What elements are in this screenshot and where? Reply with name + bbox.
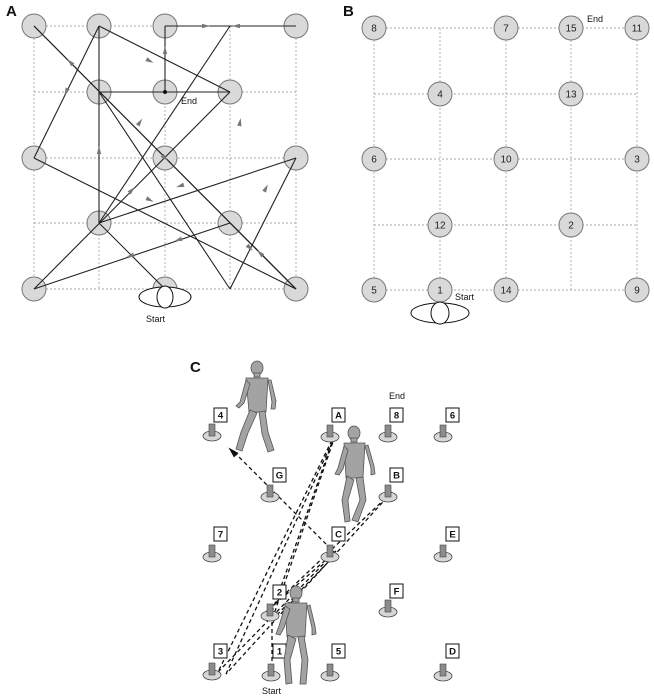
panel-c-label: C	[190, 359, 201, 376]
panel-c-flag-labels: 4 A 8 6 G B 7 C E 2 F 3 1 5 D	[218, 411, 456, 658]
node-b-8	[361, 15, 387, 41]
flag-label: 5	[336, 647, 342, 658]
flag-label: 1	[277, 647, 283, 658]
node-b-9	[624, 277, 650, 303]
node-b-label: 11	[632, 24, 643, 35]
flag-label: G	[276, 471, 283, 482]
flag-label: 2	[277, 588, 282, 599]
node-b-label: 4	[437, 90, 443, 101]
node-b-15	[558, 15, 584, 41]
node-b-label: 2	[568, 221, 574, 232]
node-b-10	[493, 146, 519, 172]
node-b-label: 7	[503, 24, 509, 35]
panel-b: B	[343, 3, 650, 325]
panel-b-nodes	[361, 15, 650, 303]
node-b-11	[624, 15, 650, 41]
node-b-4	[427, 81, 453, 107]
node-b-label: 14	[500, 286, 512, 297]
panel-b-start-label: Start	[455, 292, 475, 302]
panel-a-end-dot	[163, 90, 167, 94]
node-b-label: 1	[437, 286, 443, 297]
flag-label: E	[449, 530, 455, 541]
panel-b-label: B	[343, 3, 354, 20]
node-b-13	[558, 81, 584, 107]
flag-label: 8	[394, 411, 399, 422]
node-b-label: 5	[371, 286, 377, 297]
node-b-3	[624, 146, 650, 172]
panel-c-flag-posts	[208, 423, 447, 677]
flag-label: A	[335, 411, 342, 422]
node-b-label: 8	[371, 24, 377, 35]
node-b-label: 13	[565, 90, 577, 101]
panel-a-start-label: Start	[146, 314, 166, 324]
node-b-label: 6	[371, 155, 377, 166]
node-b-7	[493, 15, 519, 41]
panel-b-end-label: End	[587, 14, 603, 24]
walker-figure-top	[235, 360, 277, 453]
flag-label: D	[449, 647, 456, 658]
panel-c-route-arrowhead	[228, 447, 239, 458]
panel-b-node-labels: 8 7 15 11 4 13 6 10 3 12 2 5 1 14 9	[371, 24, 642, 297]
flag-label: 6	[450, 411, 455, 422]
panel-a-direction-arrows	[64, 23, 268, 258]
node-b-label: 9	[634, 286, 640, 297]
panel-b-start-figure	[410, 301, 470, 325]
panel-c-flag-boxes	[213, 407, 460, 659]
panel-a-end-label: End	[181, 96, 197, 106]
panel-a: A	[6, 3, 309, 324]
node-b-14	[493, 277, 519, 303]
node-b-2	[558, 212, 584, 238]
node-b-label: 10	[500, 155, 512, 166]
flag-label: B	[393, 471, 400, 482]
node-b-label: 3	[634, 155, 640, 166]
walker-figure-middle	[334, 425, 376, 523]
flag-label: 4	[218, 411, 224, 422]
flag-label: 7	[218, 530, 223, 541]
panel-c-start-label: Start	[262, 686, 282, 696]
flag-label: F	[394, 587, 400, 598]
flag-label: C	[335, 530, 342, 541]
node-b-6	[361, 146, 387, 172]
node-b-5	[361, 277, 387, 303]
node-b-label: 15	[565, 24, 577, 35]
node-b-12	[427, 212, 453, 238]
panel-a-start-figure	[138, 285, 192, 309]
panel-c-route	[217, 433, 393, 675]
node-b-label: 12	[434, 221, 446, 232]
panel-c: C	[190, 359, 460, 696]
flag-label: 3	[218, 647, 223, 658]
walker-figure-bottom	[275, 585, 317, 685]
panel-c-end-label: End	[389, 391, 405, 401]
panel-a-label: A	[6, 3, 17, 20]
